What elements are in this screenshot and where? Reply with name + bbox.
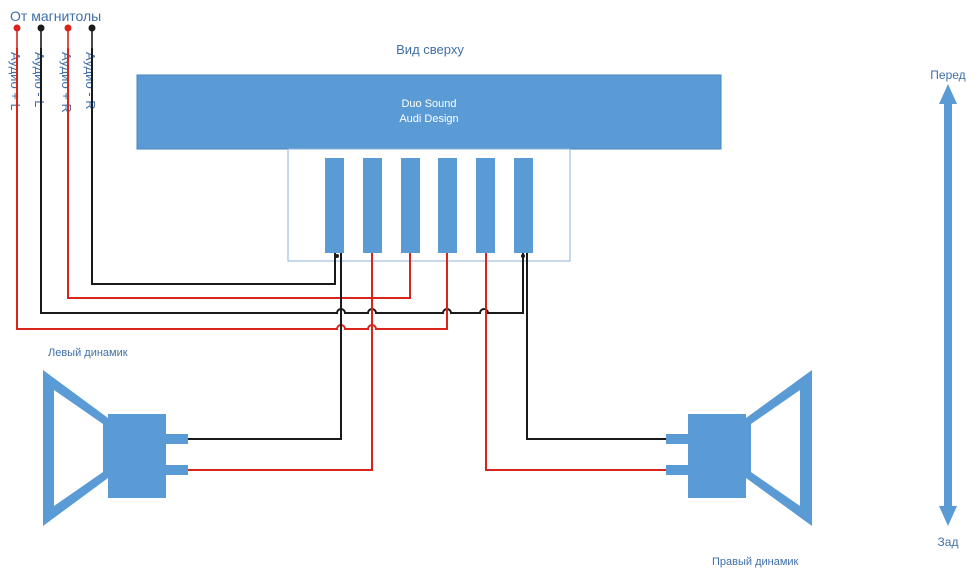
- input-label-minus-l: Аудио - L: [32, 52, 47, 107]
- unit-label-line2: Audi Design: [399, 113, 458, 125]
- input-label-plus-r: Аудио + R: [59, 52, 74, 113]
- wire-right-speaker-minus: [526, 253, 668, 440]
- left-speaker-terminal-minus: [166, 434, 188, 444]
- connector-pin: [401, 158, 420, 253]
- wire-left-speaker-plus: [188, 253, 373, 471]
- arrow-back-label: Зад: [938, 535, 959, 549]
- source-label: От магнитолы: [10, 8, 101, 24]
- input-label-plus-l: Аудио + L: [8, 52, 23, 111]
- connector-pin: [514, 158, 533, 253]
- connector-pin: [438, 158, 457, 253]
- arrow-front-label: Перед: [930, 68, 965, 82]
- right-speaker-terminal-minus: [666, 434, 688, 444]
- wire-plus-r: [67, 48, 411, 299]
- right-speaker: [666, 370, 812, 526]
- wires: [16, 48, 668, 471]
- unit-label-line1: Duo Sound: [401, 98, 456, 110]
- wire-left-speaker-minus: [188, 253, 342, 440]
- view-label: Вид сверху: [396, 42, 464, 57]
- left-speaker-terminal-plus: [166, 465, 188, 475]
- wire-plus-l: [16, 48, 448, 330]
- connector-pin: [325, 158, 344, 253]
- right-speaker-label: Правый динамик: [712, 556, 799, 568]
- direction-arrow-icon: [939, 84, 957, 526]
- right-speaker-terminal-plus: [666, 465, 688, 475]
- wire-minus-l: [40, 48, 524, 314]
- input-label-minus-r: Аудио - R: [83, 52, 98, 110]
- unit-body: [136, 74, 722, 150]
- left-speaker-label: Левый динамик: [48, 347, 128, 359]
- connector-pin: [363, 158, 382, 253]
- wire-right-speaker-plus: [485, 253, 668, 471]
- connector-pin: [476, 158, 495, 253]
- left-speaker: [43, 370, 188, 526]
- wire-minus-r: [91, 48, 336, 285]
